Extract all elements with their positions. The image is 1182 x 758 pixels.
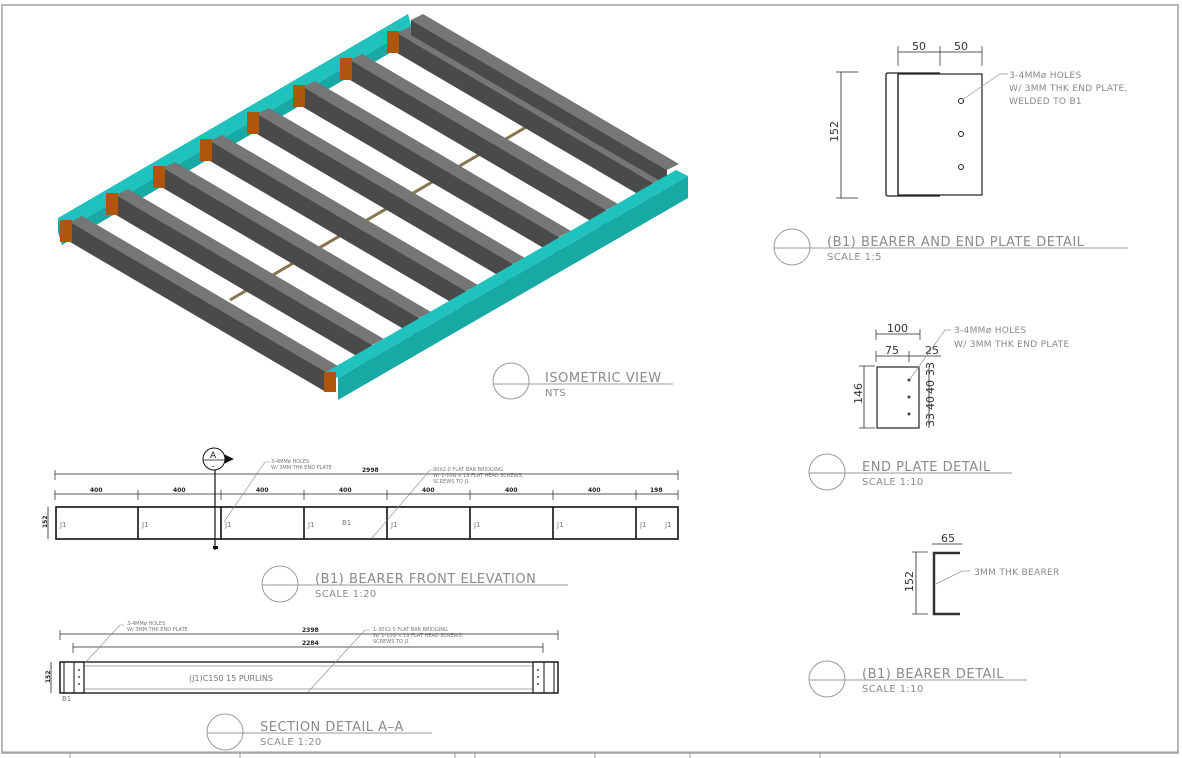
note-end-plate: W/ 3MM THK END PLATE — [271, 465, 332, 471]
note-screws-to-j1: SCREWS TO J1 — [373, 639, 409, 645]
bearer-detail-title: (B1) BEARER DETAIL — [862, 667, 1004, 682]
end-plate-title: END PLATE DETAIL — [862, 460, 991, 475]
spacing-5: 400 — [422, 487, 435, 494]
note-bridging: 30X2.0 FLAT BAR BRIDGING — [433, 467, 503, 473]
spacing-6: 400 — [505, 487, 518, 494]
spacing-1: 400 — [90, 487, 103, 494]
bearer-detail-scale: SCALE 1:10 — [862, 684, 924, 695]
note-holes: 3-4MMø HOLES — [954, 326, 1026, 336]
purlin-2 — [106, 189, 384, 365]
note-holes: 3-4MMø HOLES — [1009, 71, 1081, 81]
note-welded: WELDED TO B1 — [1009, 97, 1082, 107]
dim-100: 100 — [887, 322, 908, 335]
front-elevation-title: (B1) BEARER FRONT ELEVATION — [315, 572, 536, 587]
joist-tag: J1 — [59, 521, 67, 529]
isometric-scale: NTS — [545, 388, 566, 399]
bearer-detail: 65 152 3MM THK BEARER (B1) BEARER DETAIL… — [808, 532, 1060, 698]
dim-50-right: 50 — [954, 40, 968, 53]
bearer-far-side — [62, 28, 412, 245]
note-holes: 3-4MMø HOLES — [271, 459, 309, 465]
bearer-end-plate-title: (B1) BEARER AND END PLATE DETAIL — [827, 235, 1085, 250]
purlin-9 — [411, 14, 679, 185]
note-3mm-thk-bearer: 3MM THK BEARER — [974, 568, 1060, 578]
spacing-3: 400 — [256, 487, 269, 494]
purlins — [60, 14, 679, 392]
dim-40-a: 40 — [924, 380, 937, 394]
bearer-near-top — [326, 170, 688, 378]
dim-146: 146 — [852, 383, 865, 404]
dim-overall-2998: 2998 — [362, 467, 379, 474]
spacing-4: 400 — [339, 487, 352, 494]
isometric-view: ISOMETRIC VIEW NTS — [58, 14, 688, 400]
purlin-7 — [340, 54, 618, 230]
joist-tag: J1 — [390, 521, 398, 529]
bearer-end-plate-scale: SCALE 1:5 — [827, 252, 882, 263]
title-block — [2, 751, 1178, 758]
note-screws-to-j1: SCREWS TO J1 — [433, 479, 469, 485]
note-end-plate: W/ 3MM THK END PLATE — [127, 627, 188, 633]
joist-tag: J1 — [556, 521, 564, 529]
purlin-4 — [200, 135, 478, 311]
spacing-ticks — [54, 490, 679, 500]
joist-tag: J1 — [141, 521, 149, 529]
front-elevation-scale: SCALE 1:20 — [315, 589, 377, 600]
section-aa-title: SECTION DETAIL A–A — [260, 720, 404, 735]
purlin-6 — [293, 81, 571, 257]
spacing-8: 198 — [650, 487, 663, 494]
dim-33-top: 33 — [924, 362, 937, 376]
end-plate-scale: SCALE 1:10 — [862, 477, 924, 488]
purlin-1 — [60, 216, 338, 392]
section-letter: A — [210, 451, 217, 461]
dim-33-bottom: 33 — [924, 413, 937, 427]
member-label: (J1)C150 15 PURLINS — [189, 674, 273, 683]
dim-152: 152 — [903, 571, 916, 592]
joist-tag: J1 — [473, 521, 481, 529]
spacing-2: 400 — [173, 487, 186, 494]
dim-height-152: 152 — [45, 670, 52, 683]
section-marker-a[interactable]: A – — [202, 447, 234, 471]
end-plate-detail: 100 75 25 146 33 40 40 33 3-4MMø HOLES W… — [808, 322, 1069, 491]
note-screws: W/ 1-10G X 19 FLAT HEAD SCREWS, — [373, 633, 464, 639]
dim-65: 65 — [941, 532, 955, 545]
bearer-tag: B1 — [62, 695, 71, 703]
dim-50-left: 50 — [912, 40, 926, 53]
bearer-near-side — [338, 176, 688, 400]
dim-overall-2398: 2398 — [302, 627, 319, 634]
dim-152: 152 — [828, 121, 841, 142]
dim-40-b: 40 — [924, 396, 937, 410]
bearer-far-top — [58, 14, 412, 232]
purlin-5 — [247, 108, 525, 284]
dim-height-152: 152 — [42, 515, 49, 528]
section-detail-aa: 2398 2284 152 (J1)C150 15 PURLINS B1 3-4… — [45, 621, 559, 751]
joist-tag: J1 — [639, 521, 647, 529]
joist-tag: J1 — [307, 521, 315, 529]
bearer-tag: B1 — [342, 519, 351, 527]
note-screws: W/ 1-10G X 19 FLAT HEAD SCREWS, — [433, 473, 524, 479]
joist-tag: J1 — [224, 521, 232, 529]
note-holes: 3-4MMø HOLES — [127, 621, 165, 627]
bearer-end-plate-detail: 50 50 152 3-4MMø HOLES W/ 3MM THK END PL… — [773, 40, 1128, 266]
note-end-plate: W/ 3MM THK END PLATE — [954, 340, 1069, 350]
dim-inner-2284: 2284 — [302, 640, 319, 647]
dim-25: 25 — [925, 344, 939, 357]
spacing-7: 400 — [588, 487, 601, 494]
note-end-plate: W/ 3MM THK END PLATE, — [1009, 84, 1128, 94]
note-bridging: 1-30X2.0 FLAT BAR BRIDGING — [373, 627, 448, 633]
section-sheet: – — [211, 462, 215, 470]
isometric-title: ISOMETRIC VIEW — [545, 371, 662, 386]
section-aa-scale: SCALE 1:20 — [260, 737, 322, 748]
dim-75: 75 — [885, 344, 899, 357]
front-elevation: 2998 400 400 400 400 400 400 400 198 152… — [42, 447, 679, 603]
joist-tag: J1 — [664, 521, 672, 529]
purlin-3 — [153, 162, 431, 338]
